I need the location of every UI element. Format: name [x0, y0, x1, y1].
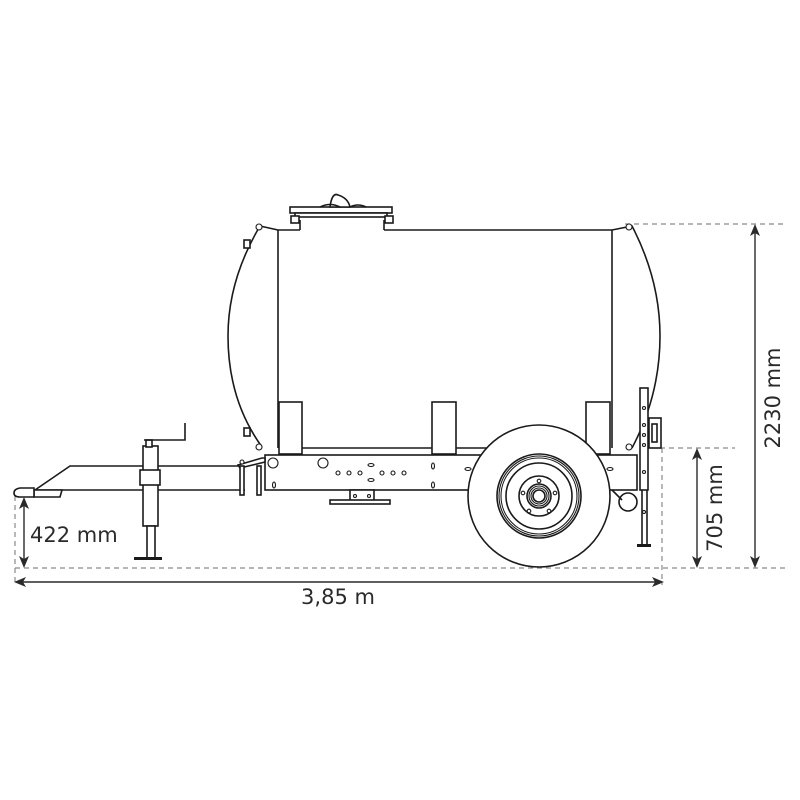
wheel	[467, 424, 611, 568]
drawbar-height-label: 422 mm	[30, 523, 118, 547]
drawbar	[13, 457, 266, 498]
overall-length-label: 3,85 m	[301, 585, 375, 609]
dome-bracket-top-left	[243, 239, 251, 249]
overall-height-label: 2230 mm	[761, 347, 785, 448]
dimension-overall-length: 3,85 m	[14, 577, 664, 609]
chassis-height-label: 705 mm	[703, 464, 727, 552]
dimension-overall-height: 2230 mm	[750, 224, 785, 568]
dimension-chassis-height: 705 mm	[692, 448, 727, 568]
dimension-drawbar-height: 422 mm	[19, 497, 118, 568]
tank	[227, 223, 661, 451]
tank-saddle-supports	[278, 401, 611, 455]
guide-lines	[14, 223, 785, 585]
hitch-eye	[13, 487, 35, 498]
manhole-lid	[289, 193, 394, 230]
rear-stand	[611, 387, 651, 547]
rear-light-bracket	[648, 417, 662, 449]
safety-chain-bracket	[329, 489, 391, 505]
rear-reel	[618, 492, 638, 512]
dome-bracket-bottom-left	[243, 427, 251, 437]
lid-handle	[329, 193, 351, 208]
jockey-wheel-jack	[134, 423, 186, 560]
